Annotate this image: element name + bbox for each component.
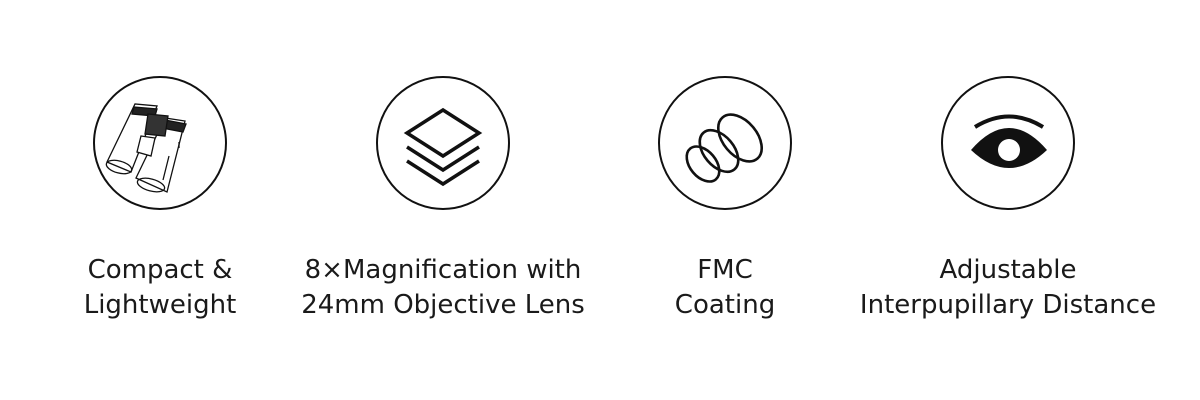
feature-label: Adjustable Interpupillary Distance: [848, 253, 1168, 323]
feature-interpupillary: Adjustable Interpupillary Distance: [848, 0, 1168, 400]
binoculars-icon: [93, 76, 227, 210]
feature-label: 8×Magnification with 24mm Objective Lens: [283, 253, 603, 323]
label-line: Adjustable: [939, 255, 1077, 285]
eye-icon: [941, 76, 1075, 210]
label-line: 24mm Objective Lens: [301, 290, 585, 320]
feature-fmc-coating: FMC Coating: [565, 0, 885, 400]
label-line: Interpupillary Distance: [859, 290, 1157, 320]
label-line: FMC: [697, 255, 753, 285]
feature-label: Compact & Lightweight: [0, 253, 320, 323]
label-line: Lightweight: [83, 290, 237, 320]
label-line: Coating: [674, 290, 776, 320]
feature-magnification: 8×Magnification with 24mm Objective Lens: [283, 0, 603, 400]
label-line: 8×Magnification with: [304, 255, 582, 285]
feature-label: FMC Coating: [565, 253, 885, 323]
layers-icon: [376, 76, 510, 210]
lens-coating-icon: [658, 76, 792, 210]
feature-compact: Compact & Lightweight: [0, 0, 320, 400]
label-line: Compact &: [87, 255, 233, 285]
